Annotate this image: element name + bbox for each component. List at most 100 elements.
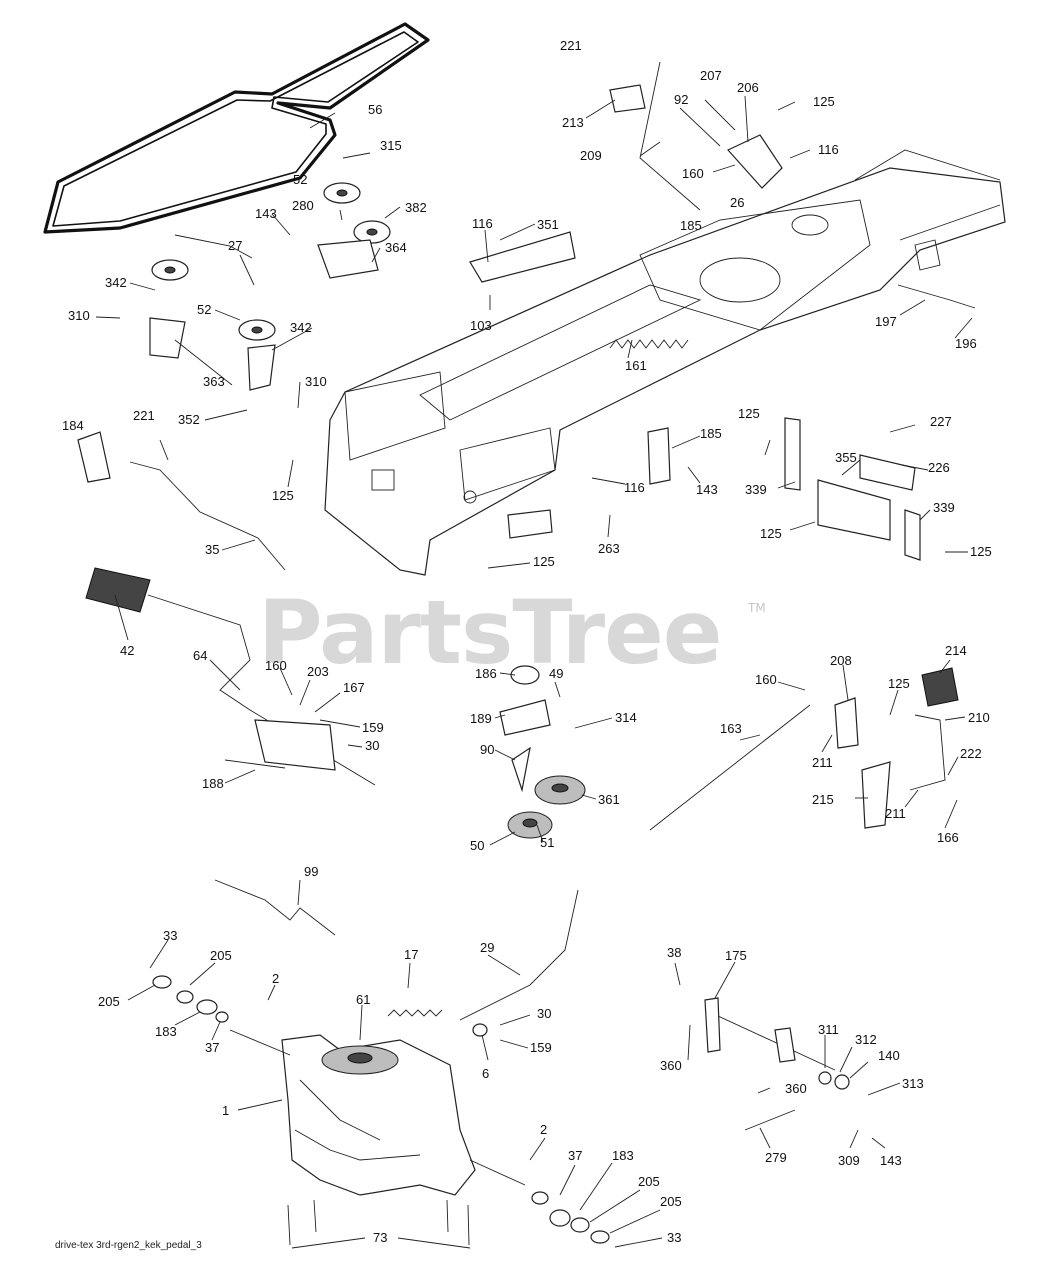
callout-227: 227 (930, 414, 952, 429)
callout-211: 211 (812, 755, 833, 770)
callout-125f: 125 (970, 544, 992, 559)
callout-360b: 360 (785, 1081, 807, 1096)
callout-27: 27 (228, 238, 242, 253)
callout-159b: 159 (530, 1040, 552, 1055)
callout-208: 208 (830, 653, 852, 668)
callout-125c: 125 (272, 488, 294, 503)
callout-363: 363 (203, 374, 225, 389)
callout-116c: 116 (624, 480, 645, 495)
callout-73: 73 (373, 1230, 387, 1245)
brake-pedal-assembly (649, 667, 959, 831)
callout-37b: 37 (568, 1148, 582, 1163)
callout-2b: 2 (540, 1122, 547, 1137)
callout-279: 279 (765, 1150, 787, 1165)
callout-33b: 33 (667, 1230, 681, 1245)
callout-143b: 143 (696, 482, 718, 497)
callout-351: 351 (537, 217, 559, 232)
callout-310: 310 (68, 308, 90, 323)
callout-206: 206 (737, 80, 759, 95)
belt-56 (43, 22, 430, 234)
callout-352: 352 (178, 412, 200, 427)
callout-183b: 183 (612, 1148, 634, 1163)
callout-125b: 125 (738, 406, 760, 421)
callout-30: 30 (365, 738, 379, 753)
callout-52: 52 (293, 172, 307, 187)
callout-210: 210 (968, 710, 990, 725)
callout-175: 175 (725, 948, 747, 963)
callout-188: 188 (202, 776, 224, 791)
callout-382: 382 (405, 200, 427, 215)
callout-125: 125 (813, 94, 835, 109)
callout-140: 140 (878, 1048, 900, 1063)
callout-50: 50 (470, 838, 484, 853)
callout-160: 160 (682, 166, 704, 181)
callout-339b: 339 (933, 500, 955, 515)
callout-339: 339 (745, 482, 767, 497)
callout-203: 203 (307, 664, 329, 679)
callout-30b: 30 (537, 1006, 551, 1021)
callout-52b: 52 (197, 302, 211, 317)
callout-311: 311 (818, 1022, 839, 1037)
callout-207: 207 (700, 68, 722, 83)
callout-355: 355 (835, 450, 857, 465)
callout-364: 364 (385, 240, 407, 255)
callout-211b: 211 (885, 806, 906, 821)
callout-125d: 125 (533, 554, 555, 569)
callout-29: 29 (480, 940, 494, 955)
tractor-frame (324, 149, 1006, 576)
callout-160c: 160 (755, 672, 777, 687)
watermark-trademark: TM (747, 601, 766, 615)
callout-197: 197 (875, 314, 897, 329)
callout-361: 361 (598, 792, 620, 807)
callout-35: 35 (205, 542, 219, 557)
callout-116b: 116 (472, 216, 493, 231)
callout-38: 38 (667, 945, 681, 960)
callout-61: 61 (356, 992, 370, 1007)
clutch-rod-35 (77, 431, 286, 571)
callout-186: 186 (475, 666, 497, 681)
callout-315: 315 (380, 138, 402, 153)
callout-310b: 310 (305, 374, 327, 389)
callout-309: 309 (838, 1153, 860, 1168)
callout-221: 221 (560, 38, 582, 53)
brackets-right (507, 417, 921, 561)
callout-215: 215 (812, 792, 834, 807)
callout-313: 313 (902, 1076, 924, 1091)
pulley-assembly-center (499, 665, 586, 839)
callout-342: 342 (105, 275, 127, 290)
callout-312: 312 (855, 1032, 877, 1047)
callout-189: 189 (470, 711, 492, 726)
callout-125e: 125 (760, 526, 782, 541)
callout-labels: 221 213 207 92 206 125 116 209 160 26 18… (62, 38, 992, 1245)
callout-160b: 160 (265, 658, 287, 673)
callout-196: 196 (955, 336, 977, 351)
callout-166: 166 (937, 830, 959, 845)
callout-183: 183 (155, 1024, 177, 1039)
rod-29 (459, 889, 579, 1021)
callout-103: 103 (470, 318, 492, 333)
callout-360: 360 (660, 1058, 682, 1073)
transaxle-61 (229, 1029, 526, 1196)
callout-92: 92 (674, 92, 688, 107)
callout-1: 1 (222, 1103, 229, 1118)
callout-56: 56 (368, 102, 382, 117)
callout-26: 26 (730, 195, 744, 210)
callout-214: 214 (945, 643, 967, 658)
callout-213: 213 (562, 115, 584, 130)
rod-99 (214, 879, 336, 936)
callout-49: 49 (549, 666, 563, 681)
callout-205b: 205 (98, 994, 120, 1009)
callout-263: 263 (598, 541, 620, 556)
callout-33: 33 (163, 928, 177, 943)
spring-161 (609, 339, 689, 349)
callout-99: 99 (304, 864, 318, 879)
callout-116: 116 (818, 142, 839, 157)
callout-209: 209 (580, 148, 602, 163)
callout-185b: 185 (700, 426, 722, 441)
callout-159: 159 (362, 720, 384, 735)
callout-64: 64 (193, 648, 207, 663)
callout-161: 161 (625, 358, 647, 373)
callout-2: 2 (272, 971, 279, 986)
cross-shaft-175 (704, 997, 850, 1131)
